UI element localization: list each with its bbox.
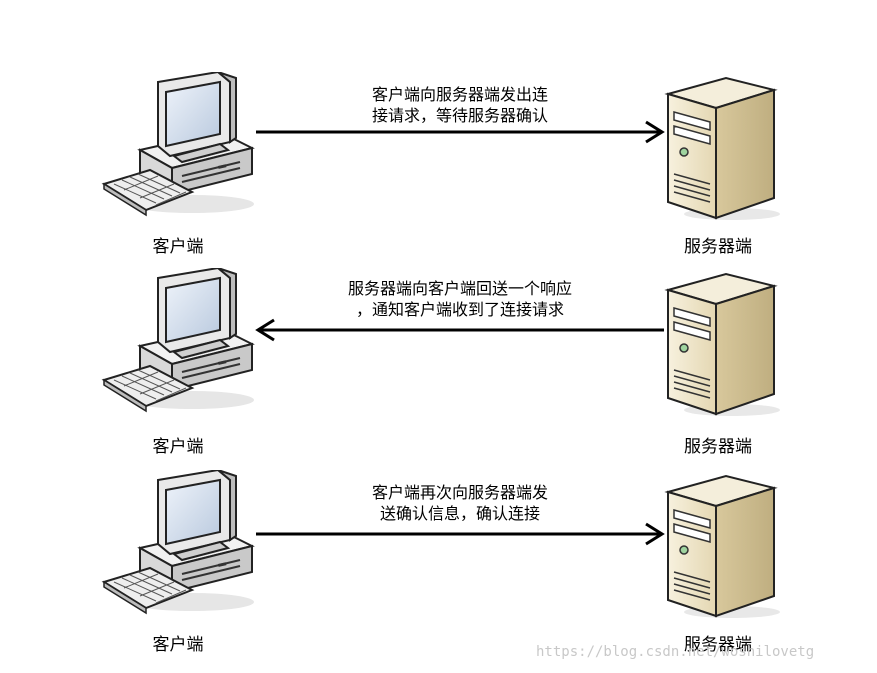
server-icon xyxy=(662,470,782,620)
client-computer-icon xyxy=(100,470,260,620)
arrow-right-icon xyxy=(256,120,665,144)
step-1-message: 客户端向服务器端发出连 接请求，等待服务器确认 xyxy=(371,85,548,125)
step-row-3: 客户端再次向服务器端发 送确认信息，确认连接 客户端 服务器端 xyxy=(0,470,877,670)
arrow-left-icon xyxy=(255,318,664,342)
arrow-right-icon xyxy=(256,522,665,546)
step-row-2: 服务器端向客户端回送一个响应 ，通知客户端收到了连接请求 客户端 服务器端 xyxy=(0,268,877,468)
step-row-1: 客户端向服务器端发出连 接请求，等待服务器确认 客户端 服务器端 xyxy=(0,72,877,272)
step-3-message: 客户端再次向服务器端发 送确认信息，确认连接 xyxy=(371,483,548,523)
server-label: 服务器端 xyxy=(684,237,752,257)
server-icon xyxy=(662,72,782,222)
server-label: 服务器端 xyxy=(684,635,752,655)
step-2-message: 服务器端向客户端回送一个响应 ，通知客户端收到了连接请求 xyxy=(347,279,572,319)
client-label: 客户端 xyxy=(152,437,204,457)
server-label: 服务器端 xyxy=(684,437,752,457)
client-computer-icon xyxy=(100,72,260,222)
client-label: 客户端 xyxy=(152,237,204,257)
client-computer-icon xyxy=(100,268,260,418)
watermark: https://blog.csdn.net/woshilovetg xyxy=(536,644,815,660)
server-icon xyxy=(662,268,782,418)
client-label: 客户端 xyxy=(152,635,204,655)
